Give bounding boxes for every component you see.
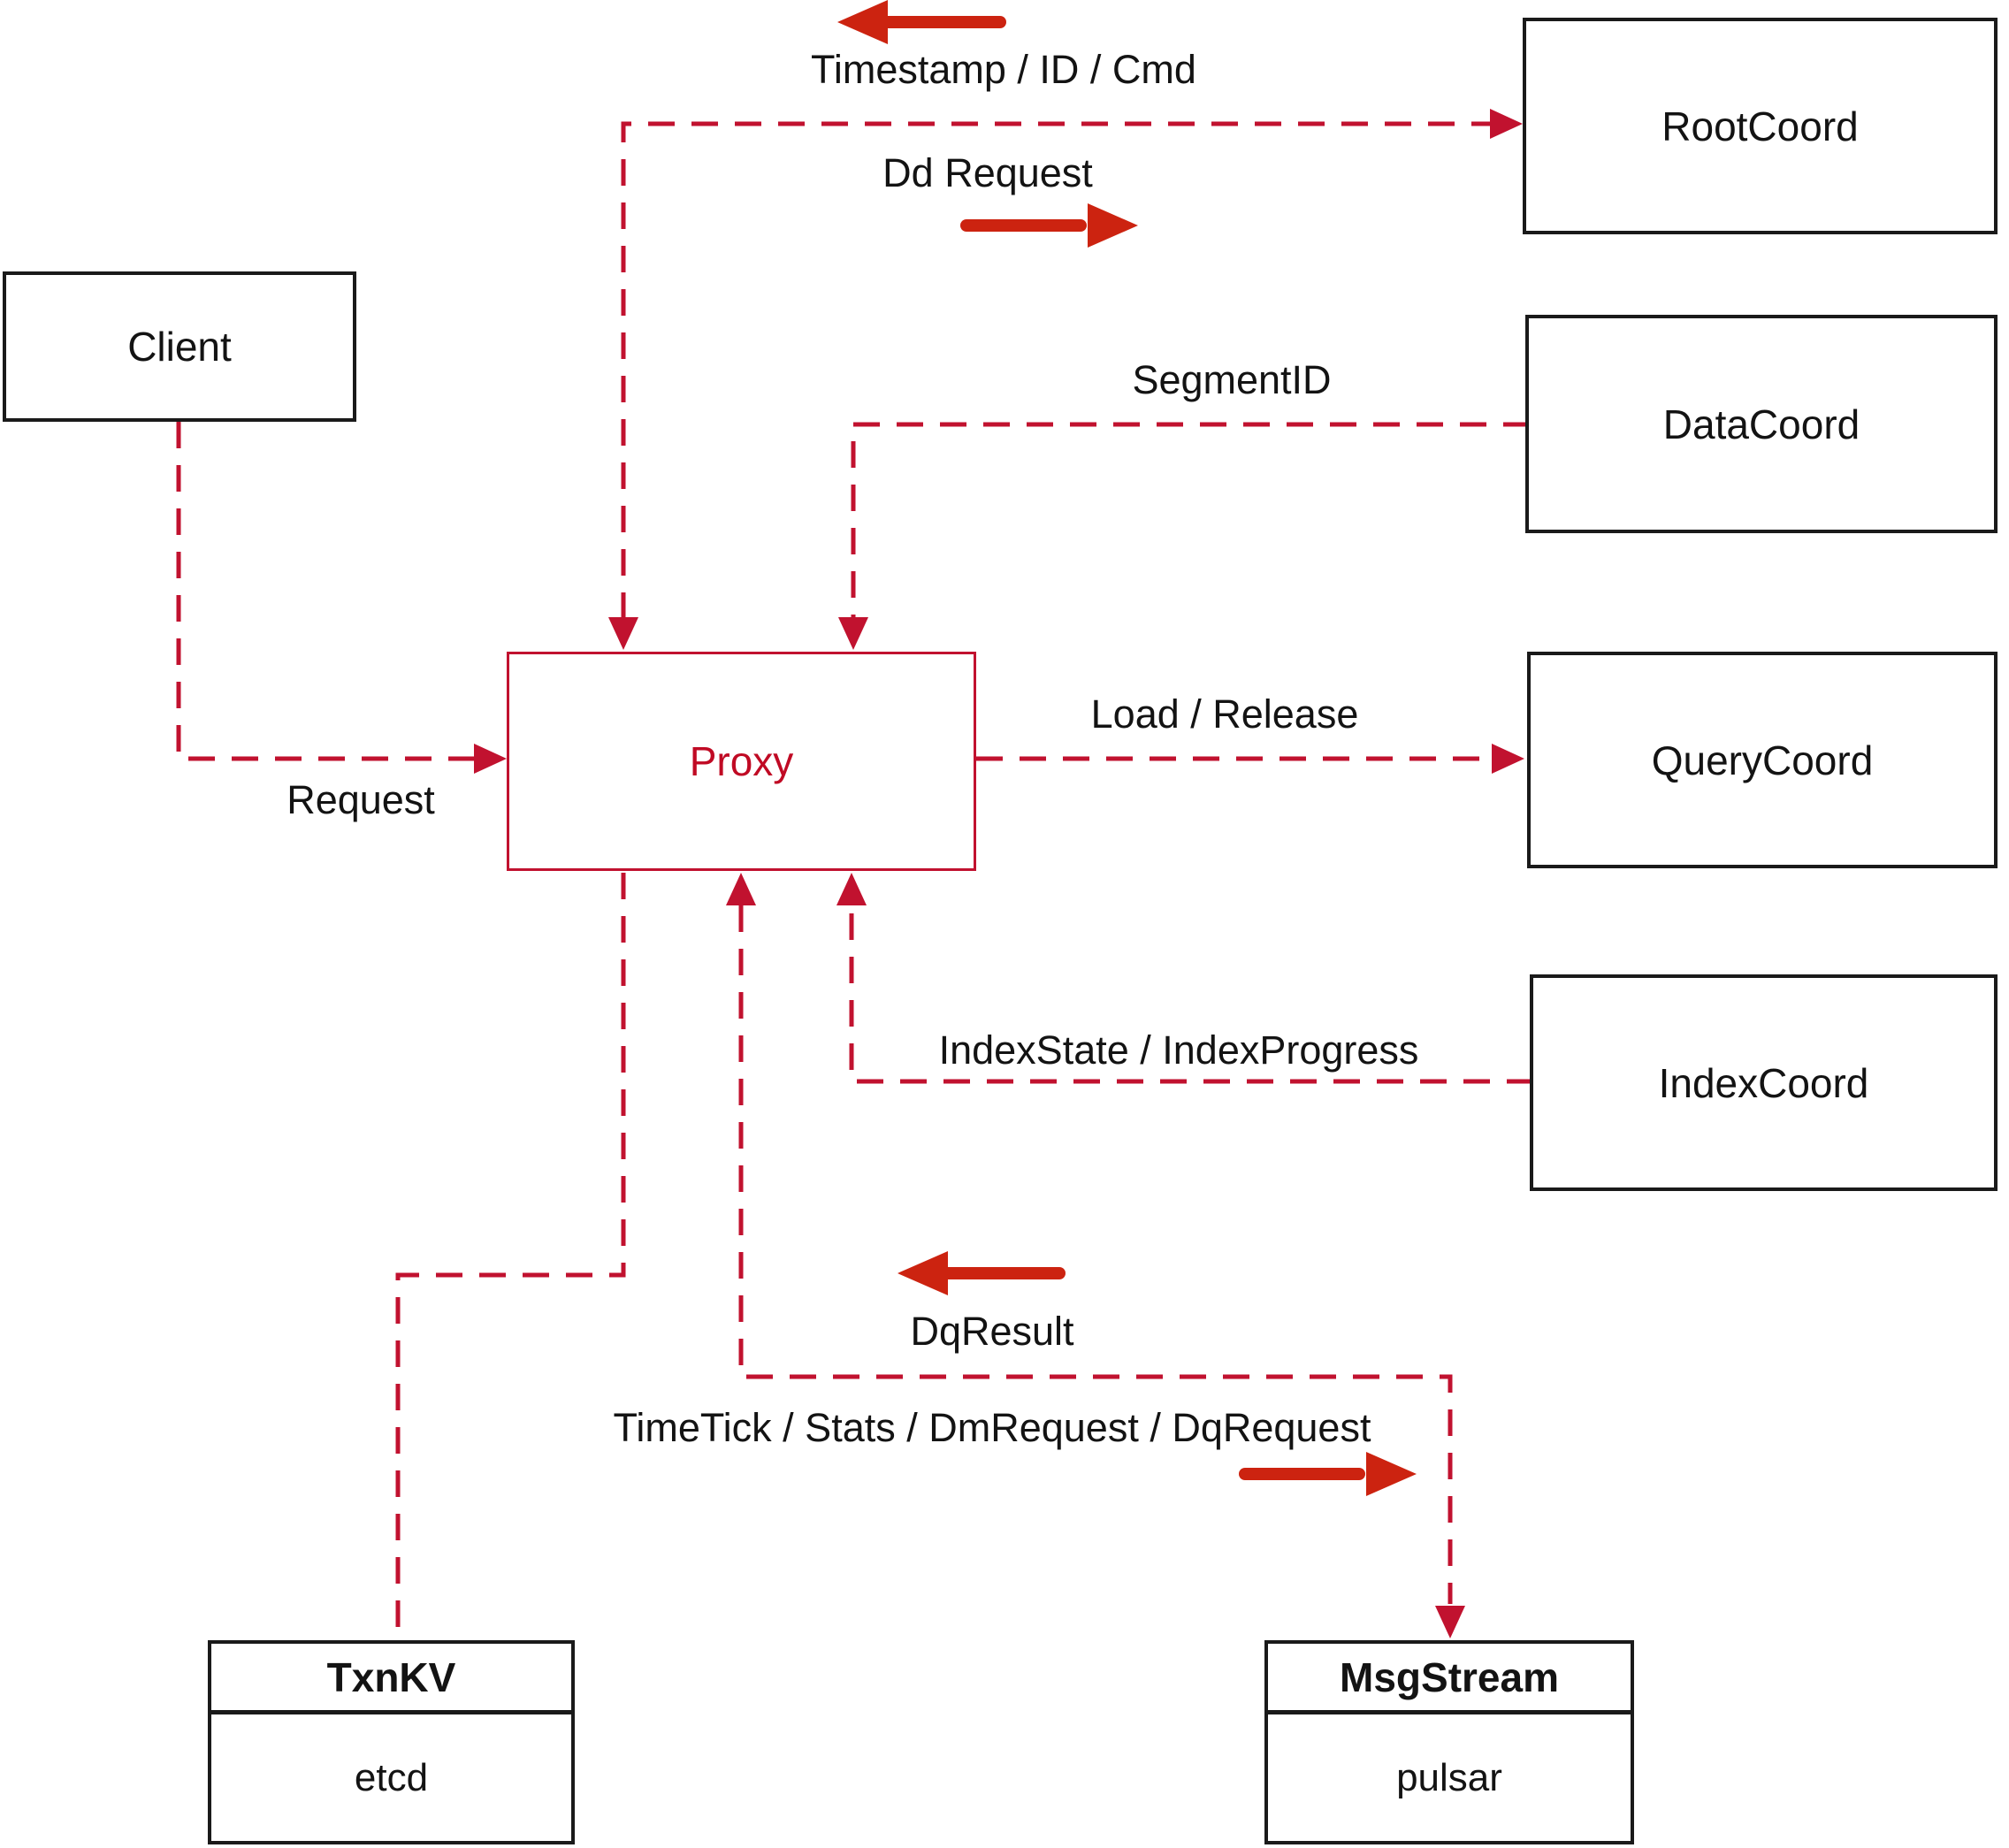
edge-proxy-to-msgstream: [726, 873, 1465, 1638]
edge-label-request: Request: [286, 777, 435, 822]
edge-label-index-state: IndexState / IndexProgress: [938, 1027, 1419, 1073]
edge-datacoord-to-proxy: [838, 422, 1530, 650]
node-msgstream: MsgStream pulsar: [1264, 1640, 1634, 1844]
direction-arrow-left-dqresult: [898, 1251, 1066, 1295]
node-rootcoord-label: RootCoord: [1661, 103, 1859, 149]
edge-proxy-to-rootcoord: [608, 109, 1523, 650]
direction-arrow-right-dd-request: [960, 203, 1138, 248]
node-client-label: Client: [127, 324, 232, 370]
edge-proxy-to-querycoord: [976, 744, 1524, 774]
arrowhead-into-proxy-bottom-right: [836, 873, 867, 905]
node-indexcoord-label: IndexCoord: [1658, 1059, 1869, 1106]
node-proxy-label: Proxy: [689, 738, 794, 784]
arrowhead-into-querycoord: [1492, 744, 1524, 774]
edge-label-dq-result: DqResult: [910, 1309, 1074, 1354]
edge-label-segment-id: SegmentID: [1132, 357, 1332, 402]
node-querycoord: QueryCoord: [1527, 652, 1998, 868]
arrowhead-into-proxy-left: [474, 744, 507, 774]
node-proxy: Proxy: [507, 652, 976, 871]
arrowhead-into-proxy-top-left: [608, 617, 638, 650]
edge-label-dd-request: Dd Request: [882, 150, 1093, 195]
arrowhead-into-msgstream: [1435, 1606, 1465, 1638]
node-client: Client: [3, 271, 356, 422]
node-msgstream-impl: pulsar: [1396, 1755, 1502, 1799]
node-txnkv: TxnKV etcd: [208, 1640, 575, 1844]
edge-indexcoord-to-proxy: [836, 873, 1533, 1084]
direction-arrow-left-timestamp: [837, 0, 1006, 44]
node-txnkv-title: TxnKV: [211, 1644, 571, 1714]
arrowhead-into-proxy-bottom-left: [726, 873, 756, 905]
node-txnkv-impl: etcd: [354, 1755, 429, 1799]
edge-label-timetick: TimeTick / Stats / DmRequest / DqRequest: [613, 1405, 1371, 1450]
edge-proxy-to-txnkv: [395, 873, 626, 1638]
edge-label-timestamp-id-cmd: Timestamp / ID / Cmd: [811, 47, 1196, 92]
node-datacoord-label: DataCoord: [1662, 401, 1860, 447]
arrowhead-into-rootcoord: [1490, 109, 1523, 139]
node-querycoord-label: QueryCoord: [1651, 737, 1874, 783]
edge-label-load-release: Load / Release: [1090, 691, 1359, 737]
node-datacoord: DataCoord: [1525, 315, 1998, 533]
direction-arrow-right-timetick: [1239, 1452, 1417, 1496]
node-indexcoord: IndexCoord: [1530, 974, 1998, 1191]
node-rootcoord: RootCoord: [1523, 18, 1998, 234]
arrowhead-into-proxy-top-right: [838, 617, 868, 650]
edge-client-to-proxy: [176, 422, 507, 774]
node-msgstream-title: MsgStream: [1268, 1644, 1631, 1714]
